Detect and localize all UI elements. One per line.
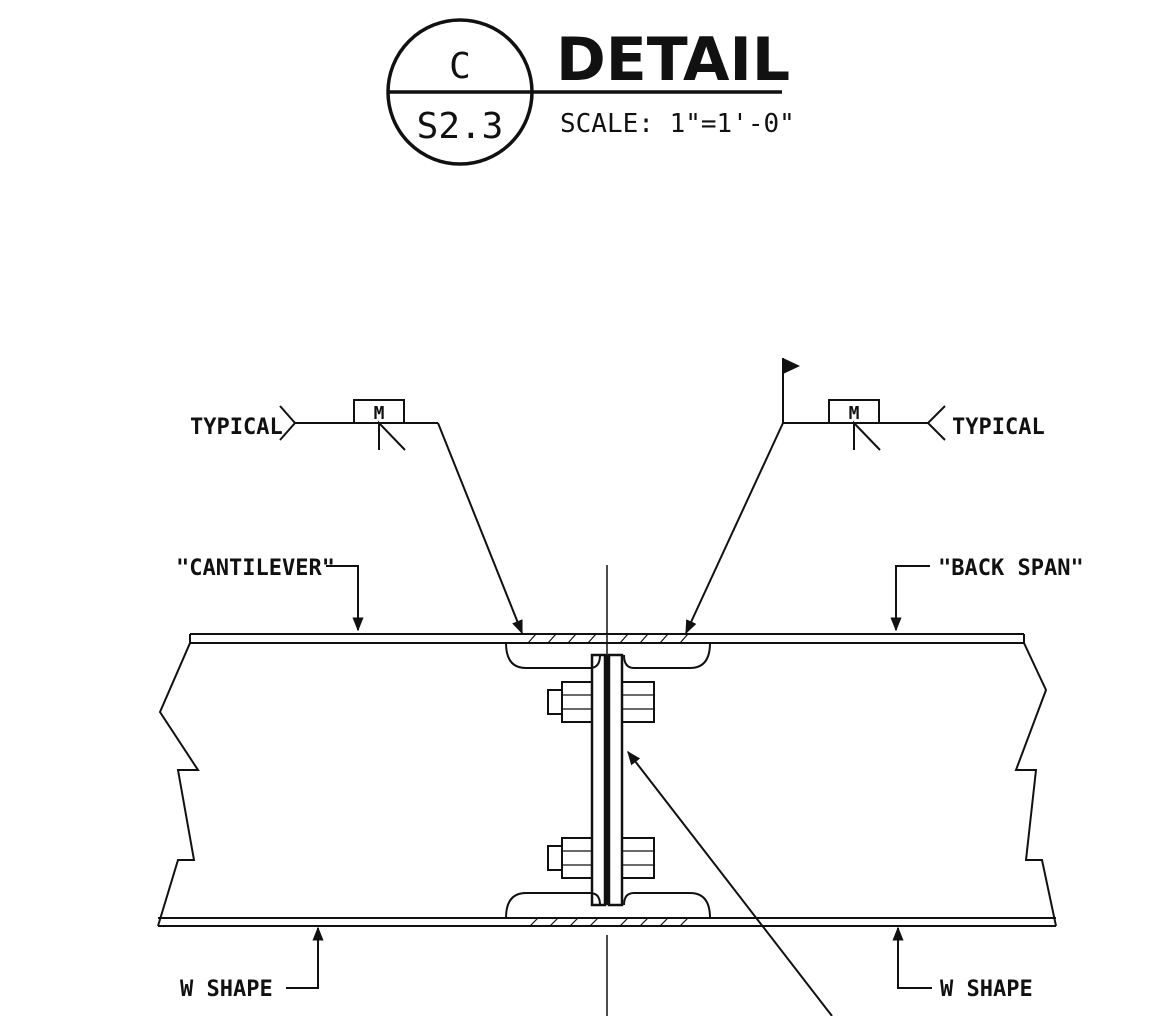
w-shape-label-right: W SHAPE <box>940 977 1033 1002</box>
weld-leader-right <box>685 422 784 635</box>
weld-tail-right <box>926 405 946 441</box>
w-shape-beam <box>157 633 1057 927</box>
w-shape-labels: W SHAPE W SHAPE <box>180 926 1033 1002</box>
cantilever-label: "CANTILEVER" <box>176 556 335 581</box>
back-span-label: "BACK SPAN" <box>938 556 1084 581</box>
top-flange-weld-hatch <box>527 633 689 644</box>
w-shape-leader-left <box>286 926 324 989</box>
typical-label-left: TYPICAL <box>190 415 283 440</box>
scale-note: SCALE: 1"=1'-0" <box>560 109 795 139</box>
bottom-flange-weld-hatch <box>529 917 689 927</box>
weld-callout-left: TYPICAL M <box>190 399 523 635</box>
weld-callout-right: M TYPICAL <box>685 358 1045 635</box>
bottom-cope-right <box>623 892 711 919</box>
weld-leader-left <box>437 422 523 635</box>
nut-upper <box>621 681 655 723</box>
splice-connection <box>505 565 833 1016</box>
end-plate-left <box>590 653 607 907</box>
end-plate-right <box>607 653 624 907</box>
title-block: C S2.3 DETAIL SCALE: 1"=1'-0" <box>386 18 795 166</box>
bolt-shank-upper <box>547 689 563 715</box>
detail-title: DETAIL <box>556 25 790 95</box>
fillet-weld-left <box>378 420 406 451</box>
sheet-number: S2.3 <box>417 106 504 147</box>
nut-lower <box>621 837 655 879</box>
top-cope-left <box>505 642 601 669</box>
lower-bolt <box>547 837 655 879</box>
cantilever-leader <box>326 565 364 632</box>
weld-symbol-left: M <box>374 403 385 424</box>
end-plate-leader <box>627 750 833 1016</box>
typical-label-right: TYPICAL <box>952 415 1045 440</box>
break-line-left <box>157 634 200 927</box>
bolt-shank-lower <box>547 845 563 871</box>
bolt-head-upper <box>561 681 593 723</box>
break-line-right <box>1014 634 1057 927</box>
detail-letter: C <box>449 46 471 87</box>
back-span-leader <box>890 565 930 632</box>
bottom-cope-left <box>505 892 601 919</box>
fillet-weld-right <box>853 420 881 451</box>
w-shape-label-left: W SHAPE <box>180 977 273 1002</box>
span-labels: "CANTILEVER" "BACK SPAN" <box>176 556 1084 632</box>
w-shape-leader-right <box>892 926 932 989</box>
upper-bolt <box>547 681 655 723</box>
field-weld-flag-icon <box>783 358 800 374</box>
bolt-head-lower <box>561 837 593 879</box>
weld-symbol-right: M <box>849 403 860 424</box>
top-cope-right <box>623 642 711 669</box>
